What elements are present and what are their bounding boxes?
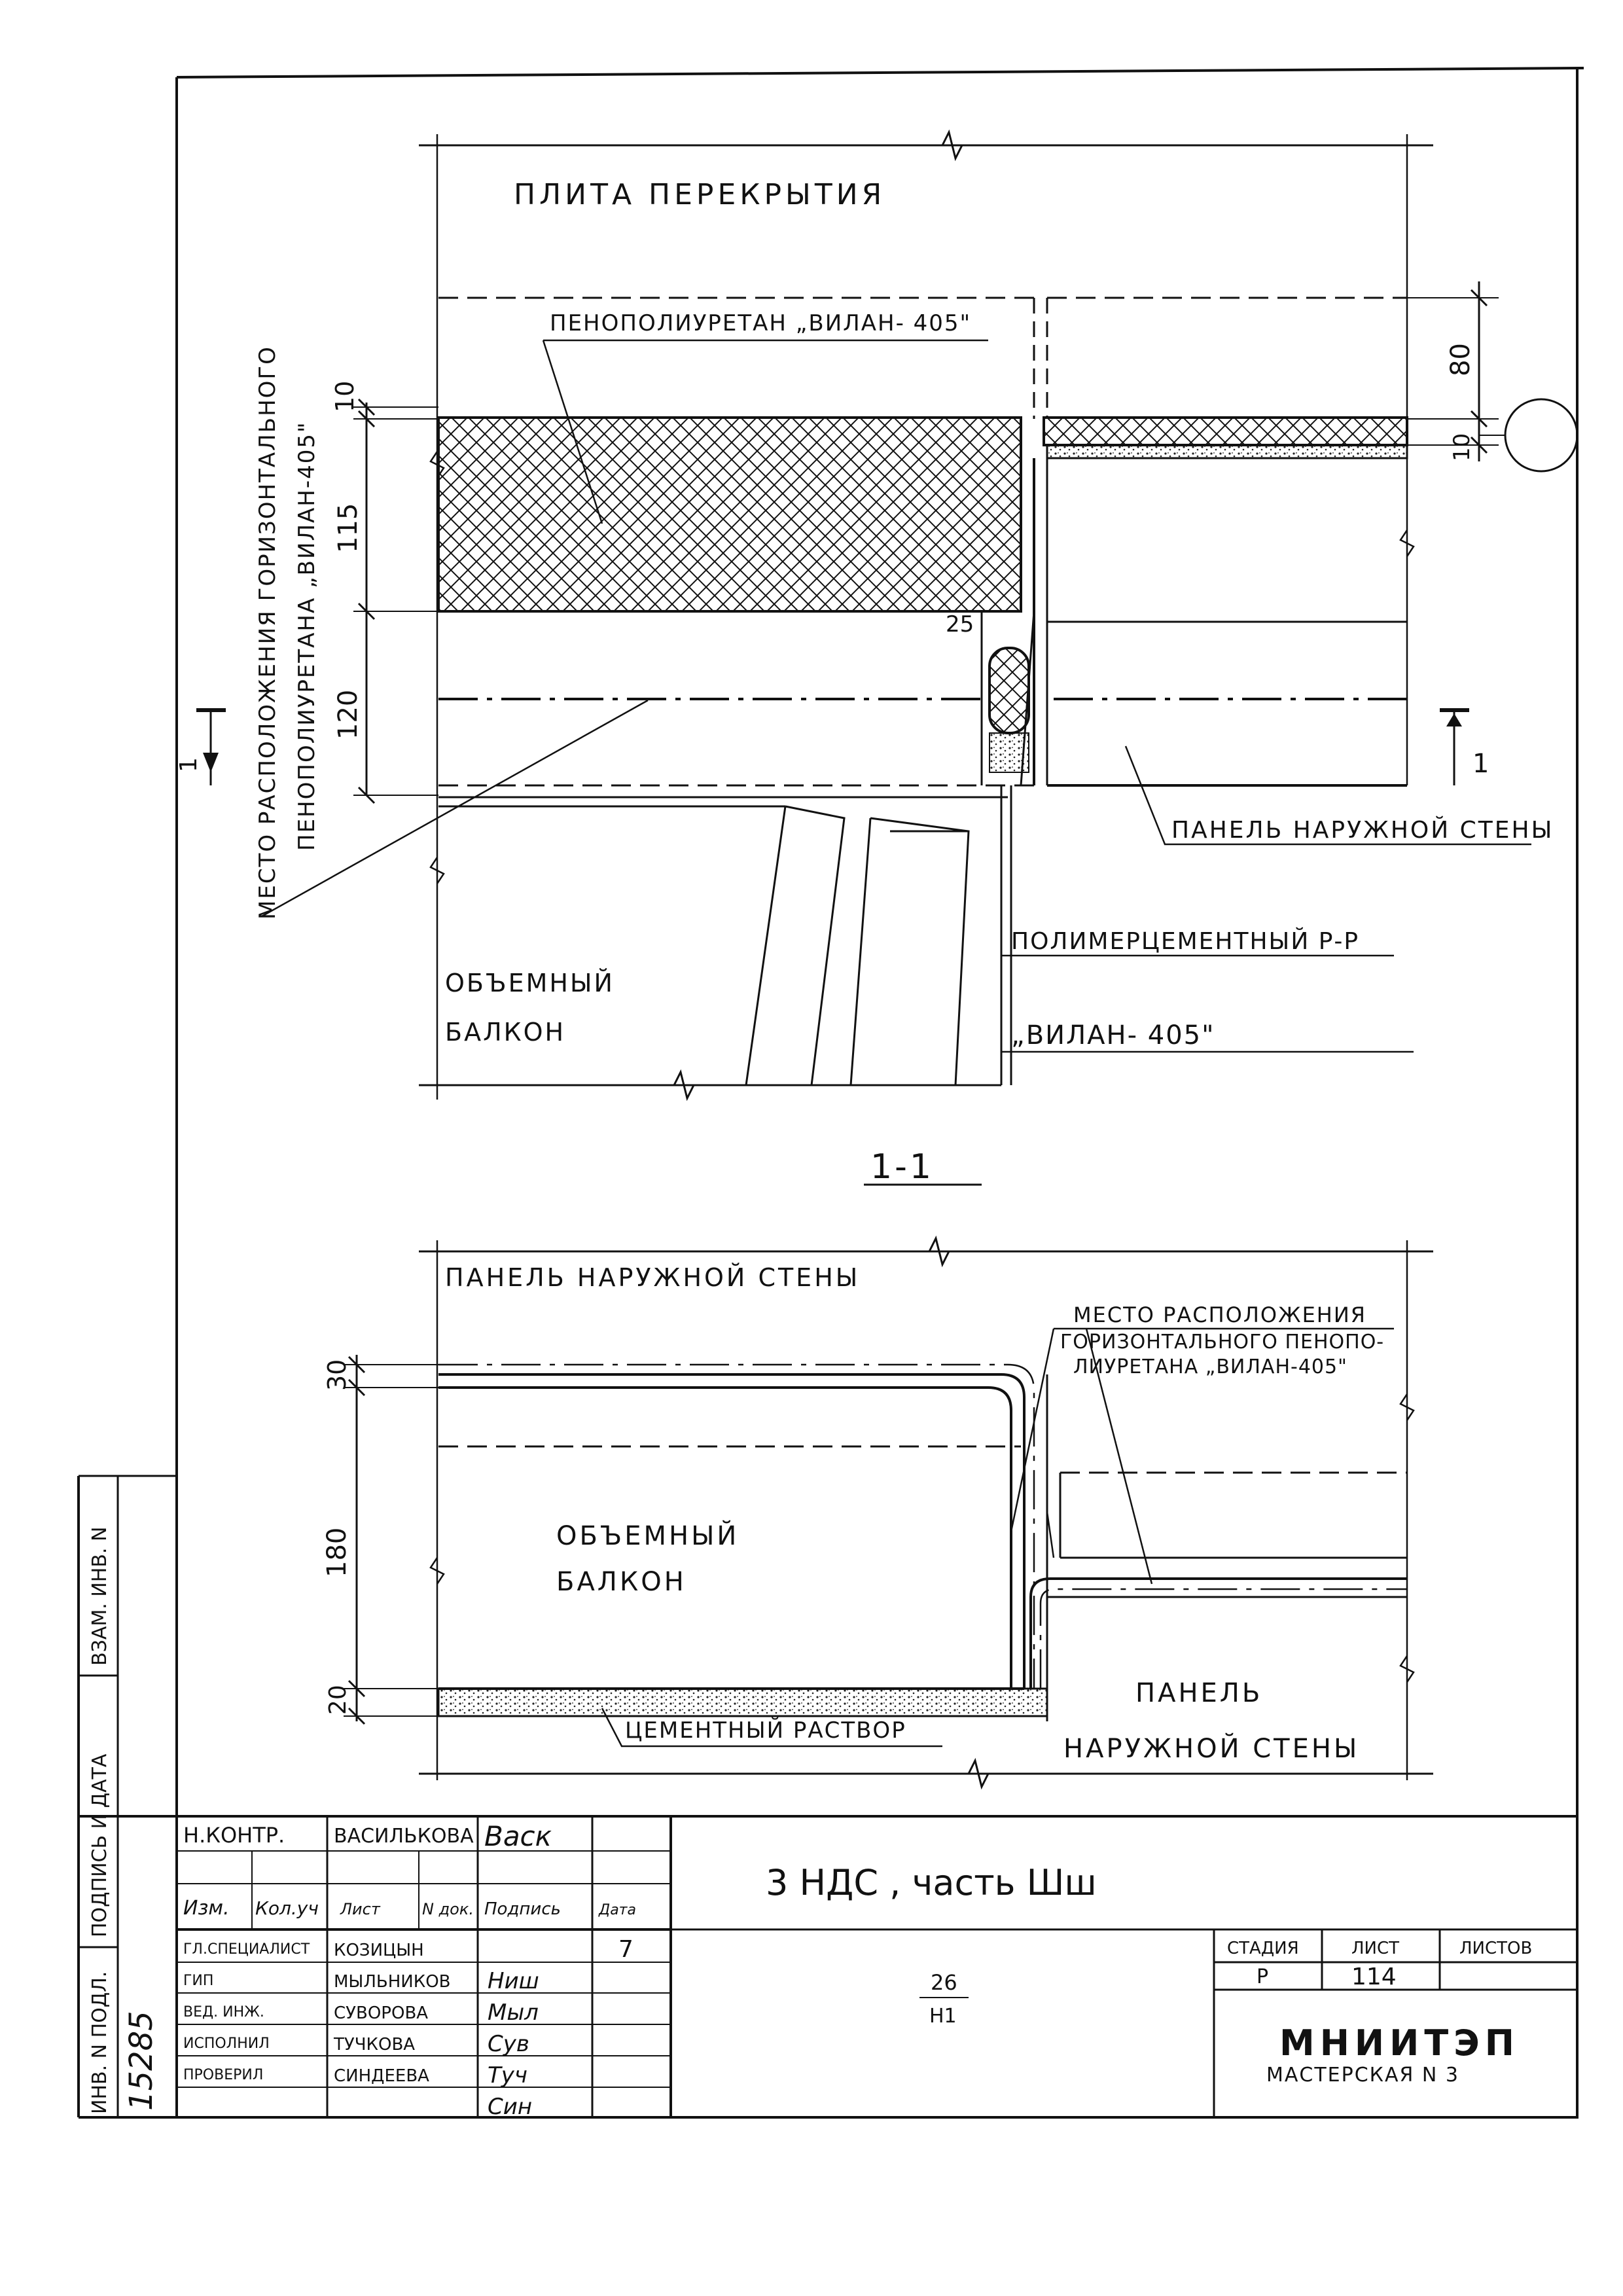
dim-115: 115 (333, 503, 363, 553)
signature-6: Син (488, 2094, 532, 2120)
name-1: КОЗИЦЫН (334, 1941, 424, 1960)
balcony-upper-line1: ОБЪЕМНЫЙ (445, 969, 615, 997)
workshop-name: МАСТЕРСКАЯ N 3 (1266, 2064, 1459, 2087)
mortar-strip-top (1046, 444, 1408, 459)
role-4: ИСПОЛНИЛ (183, 2036, 270, 2052)
stamp-vzam-inv: ВЗАМ. ИНВ. N (88, 1527, 111, 1666)
stage-header: СТАДИЯ (1227, 1939, 1299, 1958)
stage-value: Р (1257, 1965, 1268, 1988)
location-line2: ГОРИЗОНТАЛЬНОГО ПЕНОПО- (1060, 1331, 1384, 1354)
dim-25: 25 (946, 611, 974, 637)
signature-3: Мыл (488, 2000, 539, 2026)
signature-4: Сув (488, 2031, 529, 2057)
panel-lower-line1: ПАНЕЛЬ (1135, 1678, 1262, 1708)
inventory-number: 15285 (123, 2011, 160, 2111)
header-list: Лист (340, 1900, 381, 1918)
drawing-code-top: 26 (931, 1970, 957, 1995)
cement-mortar-label: ЦЕМЕНТНЫЙ РАСТВОР (625, 1717, 906, 1744)
role-1: ГЛ.СПЕЦИАЛИСТ (183, 1941, 310, 1958)
role-5: ПРОВЕРИЛ (183, 2067, 263, 2083)
side-stamp: ИНВ. N ПОДЛ. ПОДПИСЬ И ДАТА ВЗАМ. ИНВ. N… (77, 1475, 177, 2119)
role-2: ГИП (183, 1973, 213, 1989)
stamp-inv-podl: ИНВ. N ПОДЛ. (88, 1971, 111, 2114)
date-mark: 7 (618, 1936, 633, 1963)
header-podpis: Подпись (484, 1899, 561, 1919)
panel-lower-line2: НАРУЖНОЙ СТЕНЫ (1063, 1732, 1359, 1764)
name-4: ТУЧКОВА (333, 2035, 415, 2054)
section-title: 1-1 (870, 1147, 934, 1187)
vertical-note-line2: ПЕНОПОЛИУРЕТАНА „ВИЛАН-405" (294, 421, 320, 851)
header-n-dok: N док. (422, 1900, 474, 1918)
foam-insulation-strip (1043, 416, 1408, 446)
cement-mortar-bed (437, 1687, 1048, 1717)
name-3: СУВОРОВА (334, 2003, 428, 2023)
dim-10-left: 10 (330, 381, 359, 412)
header-data: Дата (598, 1902, 636, 1918)
org-name: МНИИТЭП (1279, 2022, 1520, 2064)
outer-wall-panel-top: ПАНЕЛЬ НАРУЖНОЙ СТЕНЫ (445, 1263, 860, 1292)
sheet-value: 114 (1351, 1964, 1397, 1990)
balcony-lower-line1: ОБЪЕМНЫЙ (556, 1520, 739, 1551)
signature-5: Туч (488, 2062, 527, 2089)
vilan-label: „ВИЛАН- 405" (1011, 1020, 1215, 1050)
header-izm: Изм. (183, 1897, 230, 1920)
lower-section: 1-1 (322, 1147, 1433, 1790)
sheets-header: ЛИСТОВ (1459, 1939, 1532, 1958)
project-title: 3 НДС , часть Шш (766, 1862, 1097, 1903)
n-kontr-label: Н.КОНТР. (183, 1823, 285, 1848)
signature-2: Ниш (488, 1968, 539, 1994)
location-line3: ЛИУРЕТАНА „ВИЛАН-405" (1073, 1355, 1347, 1378)
dim-30: 30 (323, 1359, 351, 1391)
sheet-header: ЛИСТ (1351, 1939, 1399, 1958)
detail-callout-circle (1504, 398, 1578, 473)
cut-mark-left: 1 (175, 757, 202, 772)
location-line1: МЕСТО РАСПОЛОЖЕНИЯ (1073, 1302, 1366, 1327)
title-block: Н.КОНТР. ВАСИЛЬКОВА Васк Изм. Кол.уч Лис… (175, 1815, 1578, 2120)
stamp-signature-date: ПОДПИСЬ И ДАТА (88, 1753, 111, 1937)
name-5: СИНДЕЕВА (334, 2066, 429, 2086)
dim-120: 120 (333, 690, 363, 740)
dim-80: 80 (1446, 343, 1476, 376)
outer-wall-panel-label: ПАНЕЛЬ НАРУЖНОЙ СТЕНЫ (1171, 816, 1554, 844)
name-2: МЫЛЬНИКОВ (334, 1972, 451, 1992)
dim-10-right: 10 (1449, 433, 1475, 461)
foam-insulation-block (437, 416, 1022, 613)
foam-label: ПЕНОПОЛИУРЕТАН „ВИЛАН- 405" (550, 310, 971, 336)
n-kontr-name: ВАСИЛЬКОВА (334, 1825, 474, 1848)
vertical-note-line1: МЕСТО РАСПОЛОЖЕНИЯ ГОРИЗОНТАЛЬНОГО (255, 346, 281, 920)
balcony-lower-line2: БАЛКОН (556, 1567, 687, 1597)
header-kol-uch: Кол.уч (255, 1897, 319, 1919)
drawing-code-bottom: Н1 (929, 2005, 957, 2028)
cut-mark-right: 1 (1472, 749, 1489, 779)
upper-section: ПЛИТА ПЕРЕКРЫТИЯ ПЕНОПОЛИУРЕТАН „ВИЛАН- … (175, 129, 1578, 1186)
balcony-upper-line2: БАЛКОН (445, 1018, 565, 1047)
role-3: ВЕД. ИНЖ. (183, 2004, 264, 2020)
signature-1: Васк (484, 1820, 552, 1852)
floor-slab-label: ПЛИТА ПЕРЕКРЫТИЯ (514, 178, 885, 211)
dim-20: 20 (325, 1685, 351, 1715)
sealant-gasket (988, 647, 1030, 734)
polymer-mortar-label: ПОЛИМЕРЦЕМЕНТНЫЙ Р-Р (1011, 927, 1359, 955)
dim-180: 180 (322, 1528, 352, 1577)
